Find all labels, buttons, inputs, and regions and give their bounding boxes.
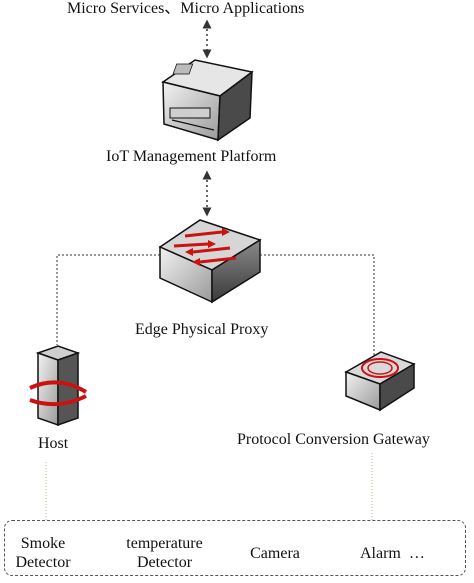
temperature-detector-line1: temperature: [126, 535, 203, 552]
camera: Camera: [250, 545, 300, 562]
smoke-detector-line1: Smoke: [20, 535, 66, 552]
printer-server-icon: [161, 59, 254, 142]
gateway-label: Protocol Conversion Gateway: [237, 431, 430, 448]
smoke-detector: Smoke Detector: [8, 534, 78, 572]
devices-box: [4, 520, 466, 576]
host-server-icon: [29, 345, 88, 427]
alarm: Alarm …: [360, 545, 425, 562]
temperature-detector-line2: Detector: [136, 554, 193, 572]
smoke-detector-line2: Detector: [15, 554, 71, 572]
host-label: Host: [38, 435, 69, 452]
gateway-device-icon: [344, 351, 416, 412]
temperature-detector: temperature Detector: [112, 534, 217, 572]
top-label: Micro Services、Micro Applications: [67, 0, 305, 17]
network-switch-icon: [158, 219, 262, 304]
platform-label: IoT Management Platform: [106, 148, 277, 165]
proxy-label: Edge Physical Proxy: [135, 321, 269, 338]
proxy-to-gateway-line: [260, 254, 375, 355]
